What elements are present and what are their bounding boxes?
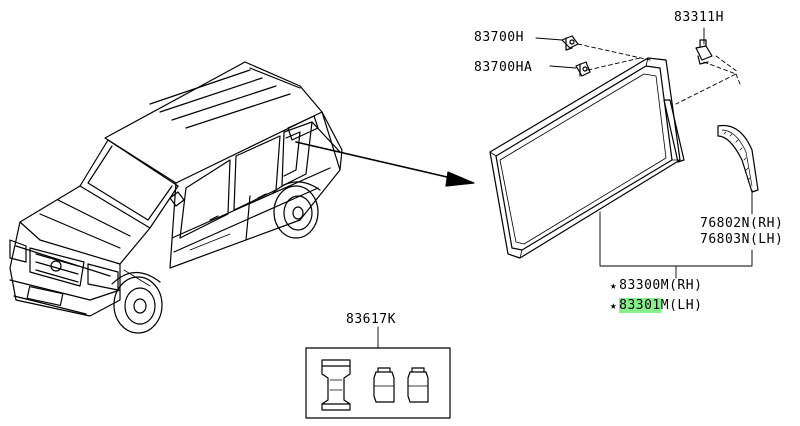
glass-edge-strip	[663, 99, 685, 163]
label-bolt-83700h[interactable]: 83700H	[474, 30, 524, 45]
highlighted-part-number: 83301	[619, 298, 661, 313]
vehicle-illustration	[9, 61, 343, 334]
part-number-rest: M	[660, 298, 670, 313]
label-trim-lh[interactable]: 76803N(LH)	[700, 232, 784, 247]
star-marker: ★	[610, 279, 618, 292]
kit-box	[305, 347, 451, 419]
leader-lines	[377, 27, 753, 349]
label-glass-lh[interactable]: ★83301M(LH)	[610, 298, 702, 314]
side-window-glass	[489, 57, 681, 259]
label-bolt-83700ha[interactable]: 83700HA	[474, 60, 533, 75]
part-number: 83300M	[619, 278, 670, 293]
label-trim-rh[interactable]: 76802N(RH)	[700, 216, 784, 231]
garnish-trim	[717, 124, 759, 193]
pointer-arrow	[295, 141, 475, 187]
label-kit-83617k[interactable]: 83617K	[346, 312, 396, 327]
label-glass-rh[interactable]: ★83300M(RH)	[610, 278, 702, 294]
side-suffix: (RH)	[669, 278, 703, 293]
location-lines	[577, 43, 741, 105]
star-marker: ★	[610, 299, 618, 312]
bolt-83700ha	[575, 61, 591, 77]
bolt-83700h	[561, 35, 579, 51]
label-clip-83311h[interactable]: 83311H	[674, 10, 724, 25]
side-suffix: (LH)	[669, 298, 703, 313]
